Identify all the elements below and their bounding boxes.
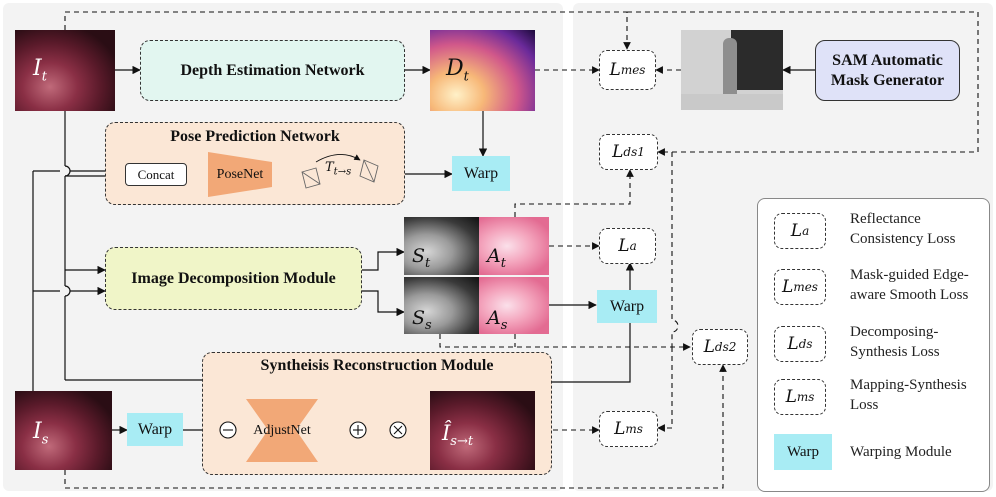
edge-loop-lms	[657, 347, 673, 432]
transform-label: Tt→s	[325, 160, 352, 178]
image-dt: Dt	[430, 30, 535, 111]
edge-at-lds1	[514, 169, 634, 217]
legend-text: Mask-guided Edge-aware Smooth Loss	[850, 267, 969, 304]
posenet-shape	[208, 152, 272, 197]
concat-block: Concat	[125, 163, 187, 186]
synthesis-reconstruction-label: Syntheisis Reconstruction Module	[260, 357, 494, 374]
image-st: St	[404, 217, 479, 275]
image-ss: Ss	[404, 277, 479, 334]
subtract-operator-icon	[219, 421, 237, 439]
warp-module-pose: Warp	[452, 156, 510, 191]
posenet-label: PoseNet	[216, 166, 264, 182]
mask-mid-region	[723, 38, 737, 110]
image-ihat: Îs→t	[430, 391, 535, 470]
edge-it-hop-2	[64, 285, 71, 297]
edge-decomp-st	[362, 247, 405, 271]
image-at: At	[479, 217, 549, 275]
depth-estimation-label: Depth Estimation Network	[180, 61, 365, 79]
legend-text: Mapping-Synthesis Loss	[850, 377, 967, 414]
warp-label: Warp	[609, 297, 645, 315]
add-operator-icon	[349, 421, 367, 439]
pose-prediction-label: Pose Prediction Network	[170, 128, 340, 145]
concat-label: Concat	[137, 166, 175, 182]
multiply-operator-icon	[389, 421, 407, 439]
image-it: It	[15, 30, 115, 111]
warp-module-is: Warp	[127, 413, 183, 446]
edge-decomp-ss	[362, 290, 405, 317]
transform-cameras-icon	[301, 154, 379, 189]
warp-label: Warp	[137, 420, 173, 438]
edge-it-hop-1	[64, 165, 71, 177]
image-as: As	[479, 277, 549, 334]
edge-bottom-loop-lds2	[64, 364, 727, 489]
image-is: Is	[15, 391, 112, 470]
edge-top-loop-lmes	[64, 11, 631, 50]
warp-label: Warp	[463, 164, 499, 182]
image-decomposition-module: Image Decomposition Module	[105, 247, 362, 310]
mask-light-region	[681, 94, 783, 110]
legend-warp-symbol: Warp	[774, 434, 832, 470]
legend-text: Decomposing-Synthesis Loss	[850, 324, 940, 361]
edge-ss-lds2	[439, 334, 691, 351]
sam-label: SAM Automatic Mask Generator	[830, 52, 945, 89]
edge-top-loop-lds1	[627, 11, 979, 156]
mask-dark-region	[731, 30, 783, 90]
image-decomposition-label: Image Decomposition Module	[131, 269, 336, 287]
image-sam-mask	[681, 30, 783, 110]
posenet-label-wrap: PoseNet	[208, 152, 272, 197]
adjustnet-shape	[246, 399, 318, 462]
sam-mask-generator: SAM Automatic Mask Generator	[815, 40, 960, 101]
legend-text: Reflectance Consistency Loss	[850, 211, 956, 248]
adjustnet-label: AdjustNet	[253, 422, 311, 438]
edge-lds1-trunk	[671, 152, 679, 347]
legend-text: Warping Module	[850, 444, 952, 460]
warp-module-as: Warp	[597, 290, 657, 323]
depth-estimation-network: Depth Estimation Network	[140, 40, 405, 101]
adjustnet-label-wrap: AdjustNet	[246, 399, 318, 462]
